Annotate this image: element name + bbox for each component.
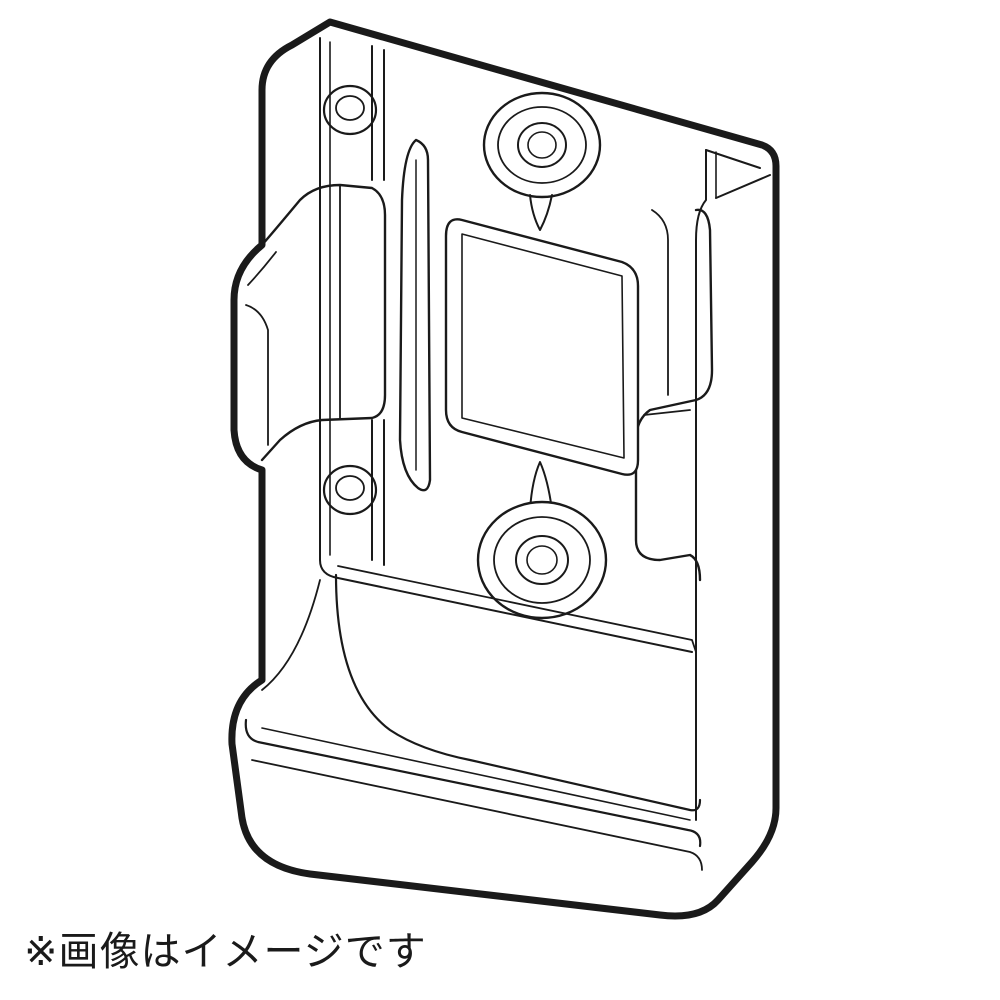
center-window-inner bbox=[461, 233, 625, 459]
left-rail-outer bbox=[371, 45, 385, 566]
holder-illustration bbox=[228, 18, 780, 920]
image-disclaimer-caption: ※画像はイメージです bbox=[24, 929, 427, 975]
center-window bbox=[444, 218, 640, 476]
left-clip bbox=[260, 183, 387, 462]
bottom-screw-boss bbox=[476, 461, 608, 620]
tray-front bbox=[251, 759, 703, 871]
top-screw-boss bbox=[482, 91, 602, 231]
tray-ledge bbox=[244, 718, 702, 848]
outer-shell bbox=[228, 18, 780, 920]
left-slot bbox=[398, 138, 432, 492]
tray-rim bbox=[334, 573, 702, 812]
upper-mount-hole bbox=[322, 84, 378, 136]
tray-left-side bbox=[261, 579, 321, 691]
tray-ledge-inner bbox=[261, 727, 691, 821]
right-inner-wall bbox=[695, 149, 707, 821]
lower-mount-hole bbox=[322, 464, 378, 516]
left-clip-face bbox=[245, 184, 341, 446]
back-panel-edge bbox=[319, 37, 693, 653]
right-top-cap bbox=[705, 149, 771, 199]
right-clip-face bbox=[643, 209, 691, 416]
tray-back bbox=[337, 565, 697, 653]
right-clip bbox=[634, 208, 714, 582]
